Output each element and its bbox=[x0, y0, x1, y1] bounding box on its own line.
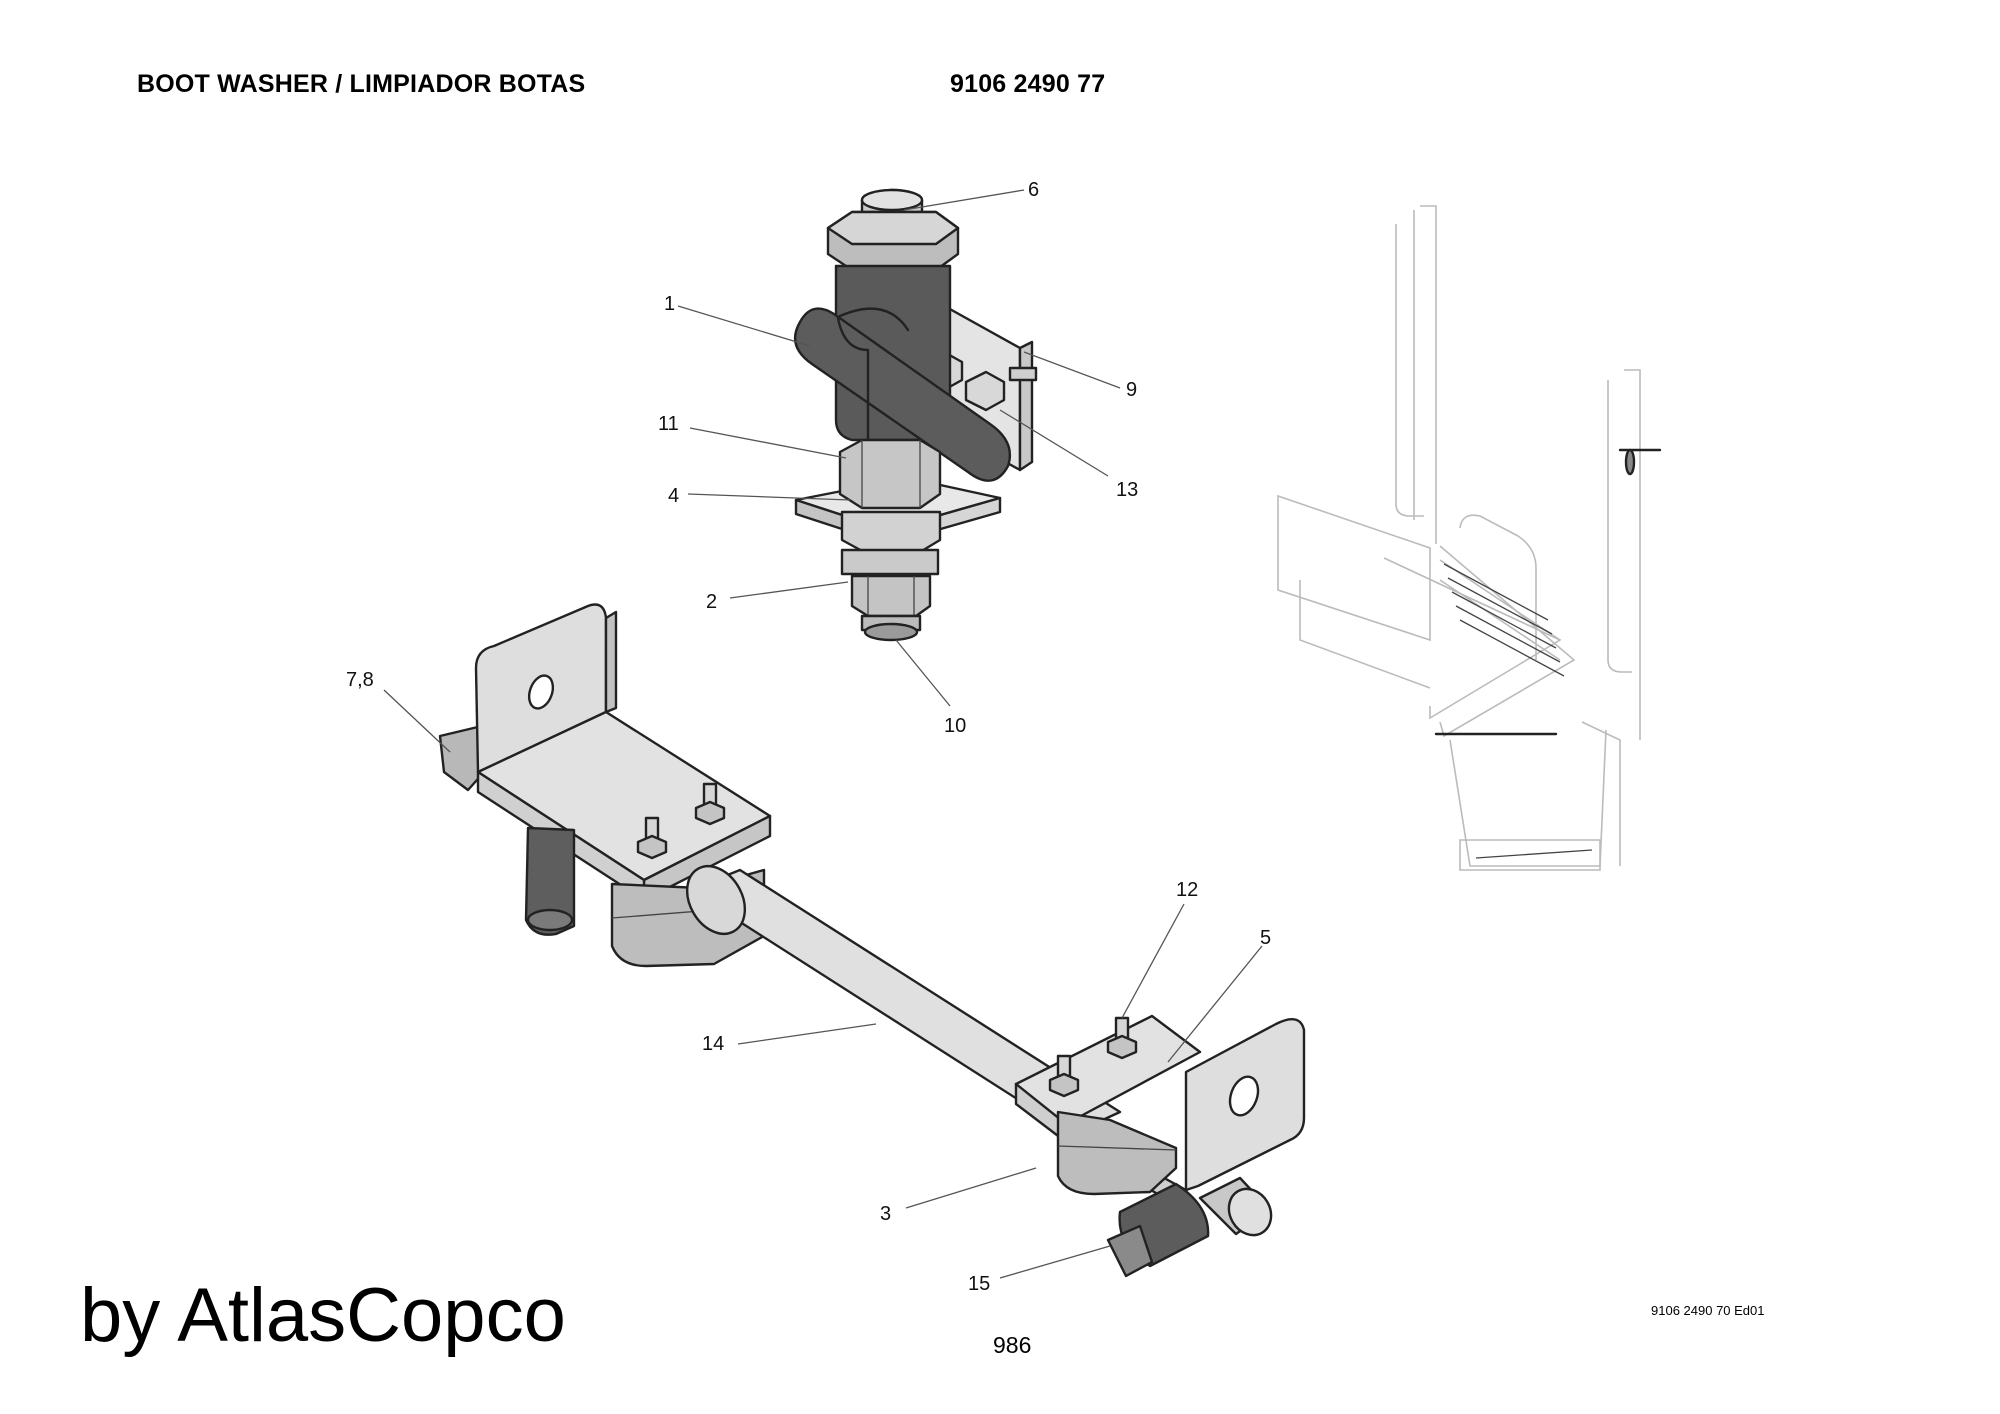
page-number: 986 bbox=[993, 1332, 1032, 1358]
callout-13: 13 bbox=[1116, 479, 1138, 501]
pipe-assembly bbox=[438, 603, 1306, 1278]
callout-9: 9 bbox=[1126, 379, 1137, 401]
platform-overview bbox=[1277, 205, 1662, 871]
callout-7-8: 7,8 bbox=[346, 669, 374, 691]
callout-11: 11 bbox=[658, 413, 679, 435]
callout-2: 2 bbox=[706, 591, 717, 613]
callout-15: 15 bbox=[968, 1273, 990, 1295]
brand-watermark: by AtlasCopco bbox=[80, 1273, 566, 1358]
callout-4: 4 bbox=[668, 485, 679, 507]
callout-3: 3 bbox=[880, 1203, 891, 1225]
page-title: BOOT WASHER / LIMPIADOR BOTAS bbox=[137, 70, 586, 98]
callout-10: 10 bbox=[944, 715, 966, 737]
callout-5: 5 bbox=[1260, 927, 1271, 949]
callout-1: 1 bbox=[664, 293, 675, 315]
document-reference: 9106 2490 70 Ed01 bbox=[1651, 1303, 1765, 1318]
callout-14: 14 bbox=[702, 1033, 724, 1055]
callout-12: 12 bbox=[1176, 879, 1198, 901]
part-number: 9106 2490 77 bbox=[950, 70, 1106, 98]
valve-assembly bbox=[793, 188, 1038, 642]
callout-leaders bbox=[383, 189, 1263, 1279]
callout-6: 6 bbox=[1028, 179, 1039, 201]
